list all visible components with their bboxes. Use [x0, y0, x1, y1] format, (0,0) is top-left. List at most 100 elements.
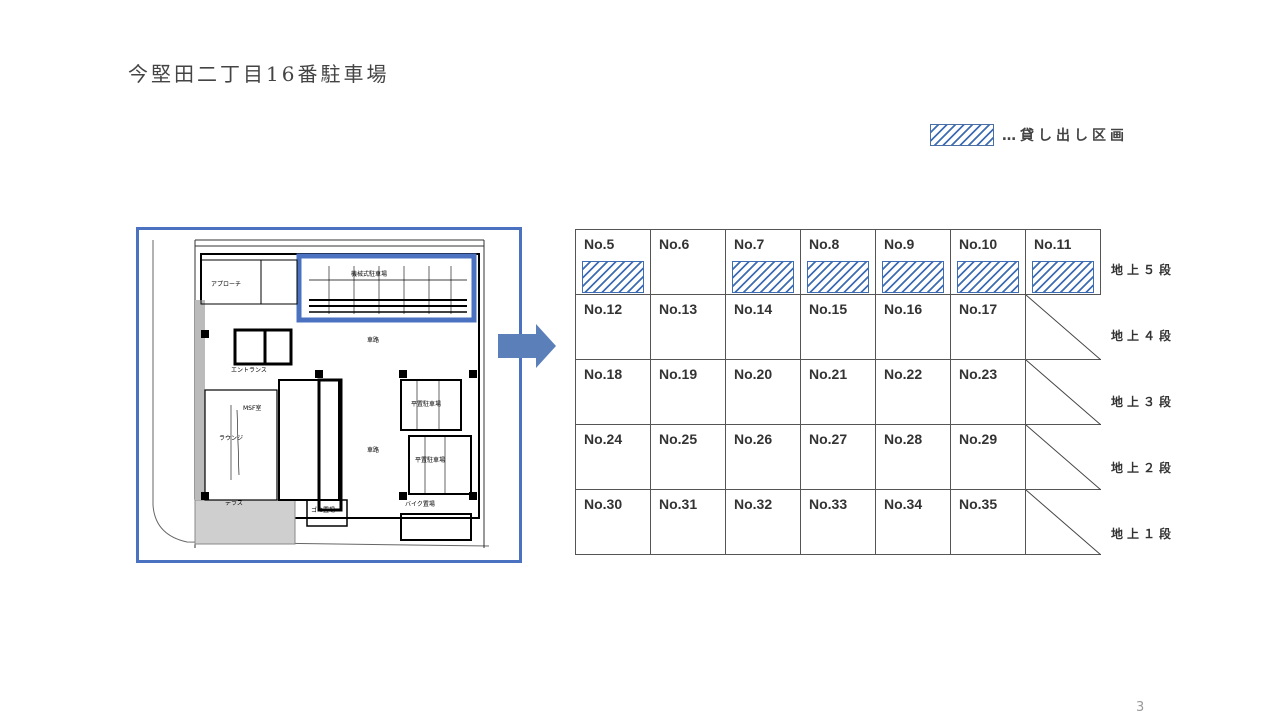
plan-label-parking1: 車路 [367, 336, 379, 344]
unavailable-slot [1025, 489, 1101, 555]
slot-number: No.29 [959, 431, 998, 447]
slot-number: No.32 [734, 496, 773, 512]
plan-label-bike: バイク置場 [405, 500, 435, 508]
level-label: 地上５段 [1111, 263, 1176, 277]
plan-label-garbage: ゴミ置場 [311, 506, 335, 514]
legend-hatch-swatch [930, 124, 994, 146]
slot-number: No.13 [659, 301, 698, 317]
plan-label-terrace: テラス [225, 500, 243, 507]
parking-slot: No.35 [950, 489, 1026, 555]
parking-slot: No.15 [800, 294, 876, 360]
parking-slot: No.33 [800, 489, 876, 555]
parking-slot: No.5 [575, 229, 651, 295]
parking-row: No.24 No.25 No.26 No.27 No.28 No.29 [575, 424, 1101, 490]
parking-slot: No.6 [650, 229, 726, 295]
floor-plan-drawing: 機械式駐車場 アプローチ エントランス ラウンジ テラス MSF室 車路 車路 … [152, 239, 490, 548]
rented-hatch-marker [732, 261, 794, 293]
parking-slot: No.16 [875, 294, 951, 360]
slot-number: No.14 [734, 301, 773, 317]
parking-row: No.12 No.13 No.14 No.15 No.16 No.17 [575, 294, 1101, 360]
slot-number: No.21 [809, 366, 848, 382]
slot-number: No.20 [734, 366, 773, 382]
legend-label: …貸し出し区画 [1002, 128, 1128, 144]
slot-number: No.18 [584, 366, 623, 382]
rented-hatch-marker [882, 261, 944, 293]
rented-hatch-marker [1032, 261, 1094, 293]
parking-slot: No.17 [950, 294, 1026, 360]
parking-slot: No.32 [725, 489, 801, 555]
slot-number: No.5 [584, 236, 615, 252]
plan-label-lounge: ラウンジ [219, 434, 243, 442]
parking-row: No.5 No.6 No.7 No.8 No.9 No.10 No.11 [575, 229, 1101, 295]
level-label: 地上３段 [1111, 395, 1176, 409]
slot-number: No.33 [809, 496, 848, 512]
slot-number: No.6 [659, 236, 690, 252]
level-label: 地上２段 [1111, 461, 1176, 475]
slot-number: No.25 [659, 431, 698, 447]
parking-slot: No.25 [650, 424, 726, 490]
parking-slot: No.22 [875, 359, 951, 425]
parking-row: No.30 No.31 No.32 No.33 No.34 No.35 [575, 489, 1101, 555]
parking-slot: No.8 [800, 229, 876, 295]
parking-slot: No.28 [875, 424, 951, 490]
parking-slot: No.11 [1025, 229, 1101, 295]
slot-number: No.23 [959, 366, 998, 382]
parking-slot: No.23 [950, 359, 1026, 425]
plan-label-msf: MSF室 [243, 404, 261, 412]
diagonal-line [1026, 490, 1101, 555]
slot-number: No.27 [809, 431, 848, 447]
slot-number: No.9 [884, 236, 915, 252]
slot-number: No.15 [809, 301, 848, 317]
diagonal-line [1026, 425, 1101, 490]
legend: …貸し出し区画 [930, 124, 1128, 146]
parking-slot: No.9 [875, 229, 951, 295]
diagonal-line [1026, 360, 1101, 425]
parking-slot: No.21 [800, 359, 876, 425]
parking-slot: No.31 [650, 489, 726, 555]
plan-label-parking2: 車路 [367, 446, 379, 454]
parking-slot: No.34 [875, 489, 951, 555]
level-label: 地上１段 [1111, 527, 1176, 541]
plan-label-flat-parking-b: 平置駐車場 [415, 456, 445, 464]
parking-slot: No.12 [575, 294, 651, 360]
parking-slot: No.20 [725, 359, 801, 425]
slot-number: No.24 [584, 431, 623, 447]
slot-number: No.34 [884, 496, 923, 512]
slot-number: No.19 [659, 366, 698, 382]
plan-label-flat-parking-a: 平置駐車場 [411, 400, 441, 408]
slot-number: No.11 [1034, 236, 1072, 252]
slot-number: No.8 [809, 236, 840, 252]
diagonal-line [1026, 295, 1101, 360]
parking-slot: No.7 [725, 229, 801, 295]
slot-number: No.30 [584, 496, 623, 512]
unavailable-slot [1025, 359, 1101, 425]
rented-hatch-marker [807, 261, 869, 293]
parking-slot: No.18 [575, 359, 651, 425]
plan-label-mech-parking: 機械式駐車場 [351, 270, 387, 278]
parking-slot: No.29 [950, 424, 1026, 490]
parking-slot: No.13 [650, 294, 726, 360]
parking-slot: No.14 [725, 294, 801, 360]
right-arrow-icon [498, 324, 556, 368]
rented-hatch-marker [582, 261, 644, 293]
parking-slot: No.19 [650, 359, 726, 425]
level-label: 地上４段 [1111, 329, 1176, 343]
unavailable-slot [1025, 294, 1101, 360]
slot-number: No.16 [884, 301, 923, 317]
parking-slot: No.10 [950, 229, 1026, 295]
plan-label-entrance: エントランス [231, 367, 267, 374]
slot-number: No.26 [734, 431, 773, 447]
slot-number: No.10 [959, 236, 998, 252]
parking-slot: No.24 [575, 424, 651, 490]
page-title: 今堅田二丁目16番駐車場 [128, 62, 390, 86]
slot-number: No.22 [884, 366, 923, 382]
slot-number: No.31 [659, 496, 698, 512]
slot-number: No.17 [959, 301, 998, 317]
plan-label-approach: アプローチ [211, 281, 241, 288]
slot-number: No.7 [734, 236, 765, 252]
parking-slot: No.26 [725, 424, 801, 490]
unavailable-slot [1025, 424, 1101, 490]
slot-number: No.12 [584, 301, 623, 317]
slot-number: No.28 [884, 431, 923, 447]
